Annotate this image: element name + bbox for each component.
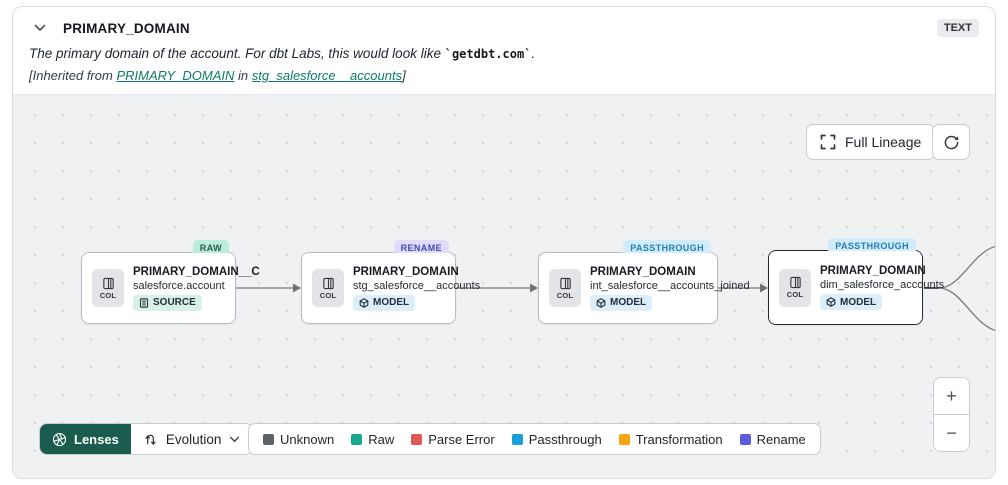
legend-item-passthrough: Passthrough (511, 431, 602, 447)
model-icon (596, 297, 606, 308)
node-model-name: stg_salesforce__accounts (353, 279, 481, 292)
lineage-node-salesforce-account[interactable]: RAW COL PRIMARY_DOMAIN__C salesforce.acc… (81, 240, 260, 324)
zoom-divider (934, 414, 969, 415)
column-type-badge: TEXT (936, 19, 979, 37)
lenses-label: Lenses (74, 431, 119, 447)
aperture-icon (52, 432, 67, 447)
node-resource-tag: SOURCE (133, 294, 202, 311)
column-header: PRIMARY_DOMAIN TEXT The primary domain o… (13, 7, 995, 94)
node-column-name: PRIMARY_DOMAIN (590, 265, 696, 278)
legend-item-transformation: Transformation (618, 431, 723, 447)
source-icon (139, 297, 149, 308)
legend-swatch (511, 433, 523, 445)
col-label: COL (786, 290, 804, 299)
column-icon: COL (92, 269, 124, 307)
node-column-name: PRIMARY_DOMAIN__C (133, 265, 260, 278)
inherited-column-link[interactable]: PRIMARY_DOMAIN (116, 68, 235, 83)
legend-swatch (618, 433, 630, 445)
fullscreen-icon (820, 134, 836, 150)
legend-swatch (351, 433, 363, 445)
legend-label: Passthrough (528, 431, 602, 447)
col-label: COL (319, 290, 337, 300)
inherited-model-link[interactable]: stg_salesforce__accounts (251, 68, 403, 83)
model-icon (359, 297, 369, 308)
inherited-prefix: [Inherited from (29, 68, 117, 83)
lens-selector-dropdown[interactable]: Evolution (130, 424, 253, 454)
inherited-from-line: [Inherited from PRIMARY_DOMAIN in stg_sa… (29, 68, 979, 83)
column-lineage-panel: PRIMARY_DOMAIN TEXT The primary domain o… (12, 6, 996, 479)
lineage-node-stg-salesforce-accounts[interactable]: RENAME COL PRIMARY_DOMAIN stg_salesforce… (301, 240, 481, 324)
tag-label: SOURCE (153, 297, 196, 308)
col-label: COL (556, 290, 574, 300)
node-column-name: PRIMARY_DOMAIN (353, 265, 459, 278)
column-icon: COL (779, 268, 811, 307)
zoom-in-button[interactable]: + (934, 378, 969, 414)
zoom-controls: + − (933, 377, 970, 452)
chevron-down-icon (229, 436, 240, 443)
refresh-icon (943, 134, 960, 151)
legend-label: Raw (368, 431, 395, 447)
collapse-chevron-icon[interactable] (29, 17, 51, 39)
column-icon: COL (549, 269, 581, 307)
inherited-suffix: ] (402, 68, 406, 83)
lens-control-group: Lenses Evolution (39, 423, 254, 455)
lens-selected-value: Evolution (165, 431, 222, 447)
tag-label: MODEL (840, 296, 877, 308)
inherited-middle: in (234, 68, 252, 83)
column-description: The primary domain of the account. For d… (29, 46, 979, 61)
node-resource-tag: MODEL (353, 294, 416, 311)
zoom-out-button[interactable]: − (934, 415, 969, 451)
legend-label: Parse Error (428, 431, 495, 447)
node-model-name: dim_salesforce_accounts (820, 279, 945, 291)
tag-label: MODEL (610, 297, 647, 308)
description-period: . (531, 46, 536, 61)
column-icon: COL (312, 269, 344, 307)
description-text: The primary domain of the account. For d… (29, 46, 445, 61)
node-resource-tag: MODEL (590, 294, 653, 311)
legend-swatch (263, 433, 274, 445)
lenses-button[interactable]: Lenses (40, 424, 131, 454)
legend-item-rename: Rename (739, 431, 806, 447)
lineage-node-int-salesforce-accounts-joined[interactable]: PASSTHROUGH COL PRIMARY_DOMAIN int_sales… (538, 240, 750, 324)
node-column-name: PRIMARY_DOMAIN (820, 265, 926, 277)
evolution-icon (143, 431, 158, 447)
col-label: COL (99, 290, 117, 300)
legend-item-unknown: Unknown (263, 432, 334, 447)
description-code: `getdbt.com` (444, 47, 532, 61)
refresh-button[interactable] (932, 124, 970, 160)
node-model-name: int_salesforce__accounts_joined (590, 279, 750, 292)
node-model-name: salesforce.account (133, 279, 225, 292)
column-title: PRIMARY_DOMAIN (63, 20, 190, 36)
tag-label: MODEL (373, 297, 410, 308)
legend-swatch (739, 433, 751, 445)
full-lineage-label: Full Lineage (845, 134, 922, 150)
lineage-canvas[interactable]: Full Lineage RAW COL PRIMARY_DOMAIN__C s… (13, 94, 995, 478)
node-resource-tag: MODEL (820, 294, 883, 310)
legend-swatch (411, 433, 423, 445)
full-lineage-button[interactable]: Full Lineage (806, 124, 936, 160)
evolution-legend: Unknown Raw Parse Error Passthrough Tran… (248, 423, 821, 455)
legend-label: Unknown (280, 431, 335, 447)
legend-label: Transformation (635, 431, 723, 447)
lineage-node-dim-salesforce-accounts[interactable]: PASSTHROUGH COL PRIMARY_DOMAIN dim_sales… (768, 238, 945, 325)
legend-item-raw: Raw (351, 432, 394, 447)
legend-label: Rename (756, 431, 806, 447)
legend-item-parse-error: Parse Error (411, 431, 495, 447)
model-icon (826, 297, 836, 307)
